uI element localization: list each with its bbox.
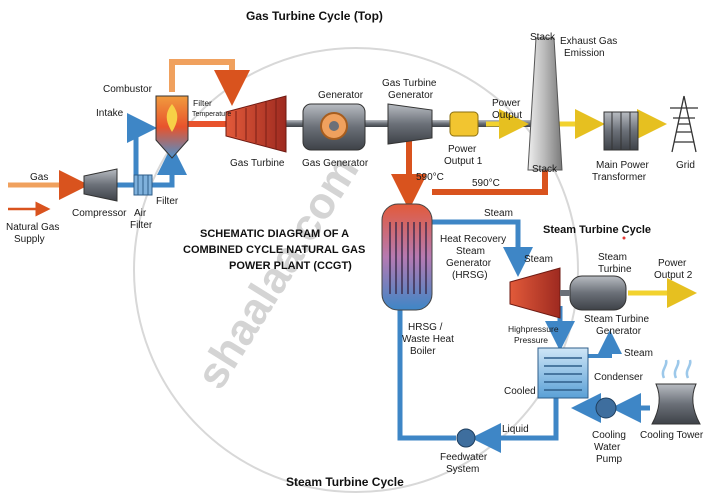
label-feedwater-1: Feedwater xyxy=(440,452,488,463)
label-steam-turbine-generator-1: Steam Turbine xyxy=(584,314,649,325)
label-gas-turbine: Gas Turbine xyxy=(230,158,285,169)
label-high-pressure-1: Highpressure xyxy=(508,324,559,334)
steam-shaft xyxy=(560,290,570,296)
feedwater-pump-icon xyxy=(456,428,476,448)
fuel-loop-pipe xyxy=(169,59,250,106)
steam-turbine-generator-icon xyxy=(569,275,627,311)
label-gas-generator: Gas Generator xyxy=(302,158,369,169)
label-natural-gas-supply-2: Supply xyxy=(14,234,45,245)
label-cooled: Cooled xyxy=(504,386,536,397)
label-power-output-2a: Power xyxy=(658,258,687,269)
gear-hub xyxy=(329,121,339,131)
air-filter-pipe xyxy=(152,145,187,188)
hrsg-coil xyxy=(389,222,427,294)
cooling-tower-icon xyxy=(651,383,701,425)
title-bottom: Steam Turbine Cycle xyxy=(286,475,404,489)
flame-icon xyxy=(166,104,178,132)
label-steam-turbine-1: Steam xyxy=(598,252,627,263)
label-steam-turbine-2: Turbine xyxy=(598,264,632,275)
steam-turbine-icon xyxy=(509,267,561,319)
label-temp-1: 590°C xyxy=(416,172,444,183)
gas-turbine-generator-icon xyxy=(387,103,433,145)
label-high-pressure-2: Pressure xyxy=(514,335,548,345)
label-filter-temperature-1: Filter xyxy=(193,98,212,108)
label-power-output-a: Power xyxy=(492,98,521,109)
center-title-line-2: COMBINED CYCLE NATURAL GAS xyxy=(183,244,365,256)
label-hrsg-boiler-2: Waste Heat xyxy=(402,334,454,345)
label-intake: Intake xyxy=(96,108,124,119)
label-hrsg-boiler-1: HRSG / xyxy=(408,322,443,333)
label-air-filter-1: Air xyxy=(134,208,147,219)
label-power-output-2b: Output 2 xyxy=(654,270,693,281)
label-hrsg-4: (HRSG) xyxy=(452,270,488,281)
power-output-1-coupling xyxy=(449,111,479,137)
stack-icon xyxy=(527,37,563,171)
red-dot-marker xyxy=(622,236,626,240)
label-feedwater-2: System xyxy=(446,464,479,475)
feedwater-return-pipe xyxy=(397,310,456,441)
label-power-output-1a: Power xyxy=(448,144,477,155)
label-gas-turbine-generator-1: Gas Turbine xyxy=(382,78,437,89)
label-power-output-b: Output xyxy=(492,110,522,121)
condenser-steam-pipe xyxy=(588,330,622,358)
label-cooling-water-pump-2: Water xyxy=(594,442,621,453)
label-gas-turbine-generator-2: Generator xyxy=(388,90,434,101)
cooling-water-pump-icon xyxy=(595,397,617,419)
label-stack-mid: Stack xyxy=(532,164,558,175)
label-natural-gas-supply-1: Natural Gas xyxy=(6,222,59,233)
label-liquid: Liquid xyxy=(502,424,529,435)
grid-tower-icon xyxy=(670,95,698,153)
gas-turbine-blades xyxy=(235,99,277,149)
label-exhaust-gas-1: Exhaust Gas xyxy=(560,36,617,47)
label-hrsg-1: Heat Recovery xyxy=(440,234,506,245)
watermark-text: shaalaa.com xyxy=(187,147,369,397)
label-condenser: Condenser xyxy=(594,372,644,383)
watermark-circle xyxy=(133,47,579,493)
title-steam-cycle: Steam Turbine Cycle xyxy=(543,224,651,236)
center-title-line-1: SCHEMATIC DIAGRAM OF A xyxy=(200,228,349,240)
label-grid: Grid xyxy=(676,160,695,171)
label-generator: Generator xyxy=(318,90,364,101)
label-exhaust-gas-2: Emission xyxy=(564,48,605,59)
label-hrsg-3: Generator xyxy=(446,258,492,269)
label-steam-turbine-generator-2: Generator xyxy=(596,326,642,337)
label-temp-2: 590°C xyxy=(472,178,500,189)
label-power-output-1b: Output 1 xyxy=(444,156,483,167)
liquid-pipe xyxy=(471,396,559,453)
center-title-line-3: POWER PLANT (CCGT) xyxy=(229,260,352,272)
steam-vapor-icon xyxy=(661,359,692,379)
condenser-coil xyxy=(544,357,582,391)
label-filter: Filter xyxy=(156,196,179,207)
label-compressor: Compressor xyxy=(72,208,127,219)
label-steam-3: Steam xyxy=(624,348,653,359)
label-hrsg-2: Steam xyxy=(456,246,485,257)
exhaust-pipe-stack xyxy=(432,168,548,195)
label-steam-2: Steam xyxy=(524,254,553,265)
label-main-power-transformer-1: Main Power xyxy=(596,160,649,171)
title-top: Gas Turbine Cycle (Top) xyxy=(246,9,383,23)
label-hrsg-boiler-3: Boiler xyxy=(410,346,436,357)
label-gas: Gas xyxy=(30,172,48,183)
label-filter-temperature-2: Temperature xyxy=(192,111,231,118)
label-air-filter-2: Filter xyxy=(130,220,153,231)
steam-pipe xyxy=(432,219,533,277)
label-cooling-water-pump-1: Cooling xyxy=(592,430,626,441)
intake-pipe xyxy=(127,113,157,195)
label-main-power-transformer-2: Transformer xyxy=(592,172,647,183)
label-stack-top: Stack xyxy=(530,32,556,43)
compressor-icon xyxy=(83,168,118,202)
label-combustor: Combustor xyxy=(103,84,153,95)
label-cooling-water-pump-3: Pump xyxy=(596,454,623,465)
label-steam-1: Steam xyxy=(484,208,513,219)
label-cooling-tower: Cooling Tower xyxy=(640,430,704,441)
